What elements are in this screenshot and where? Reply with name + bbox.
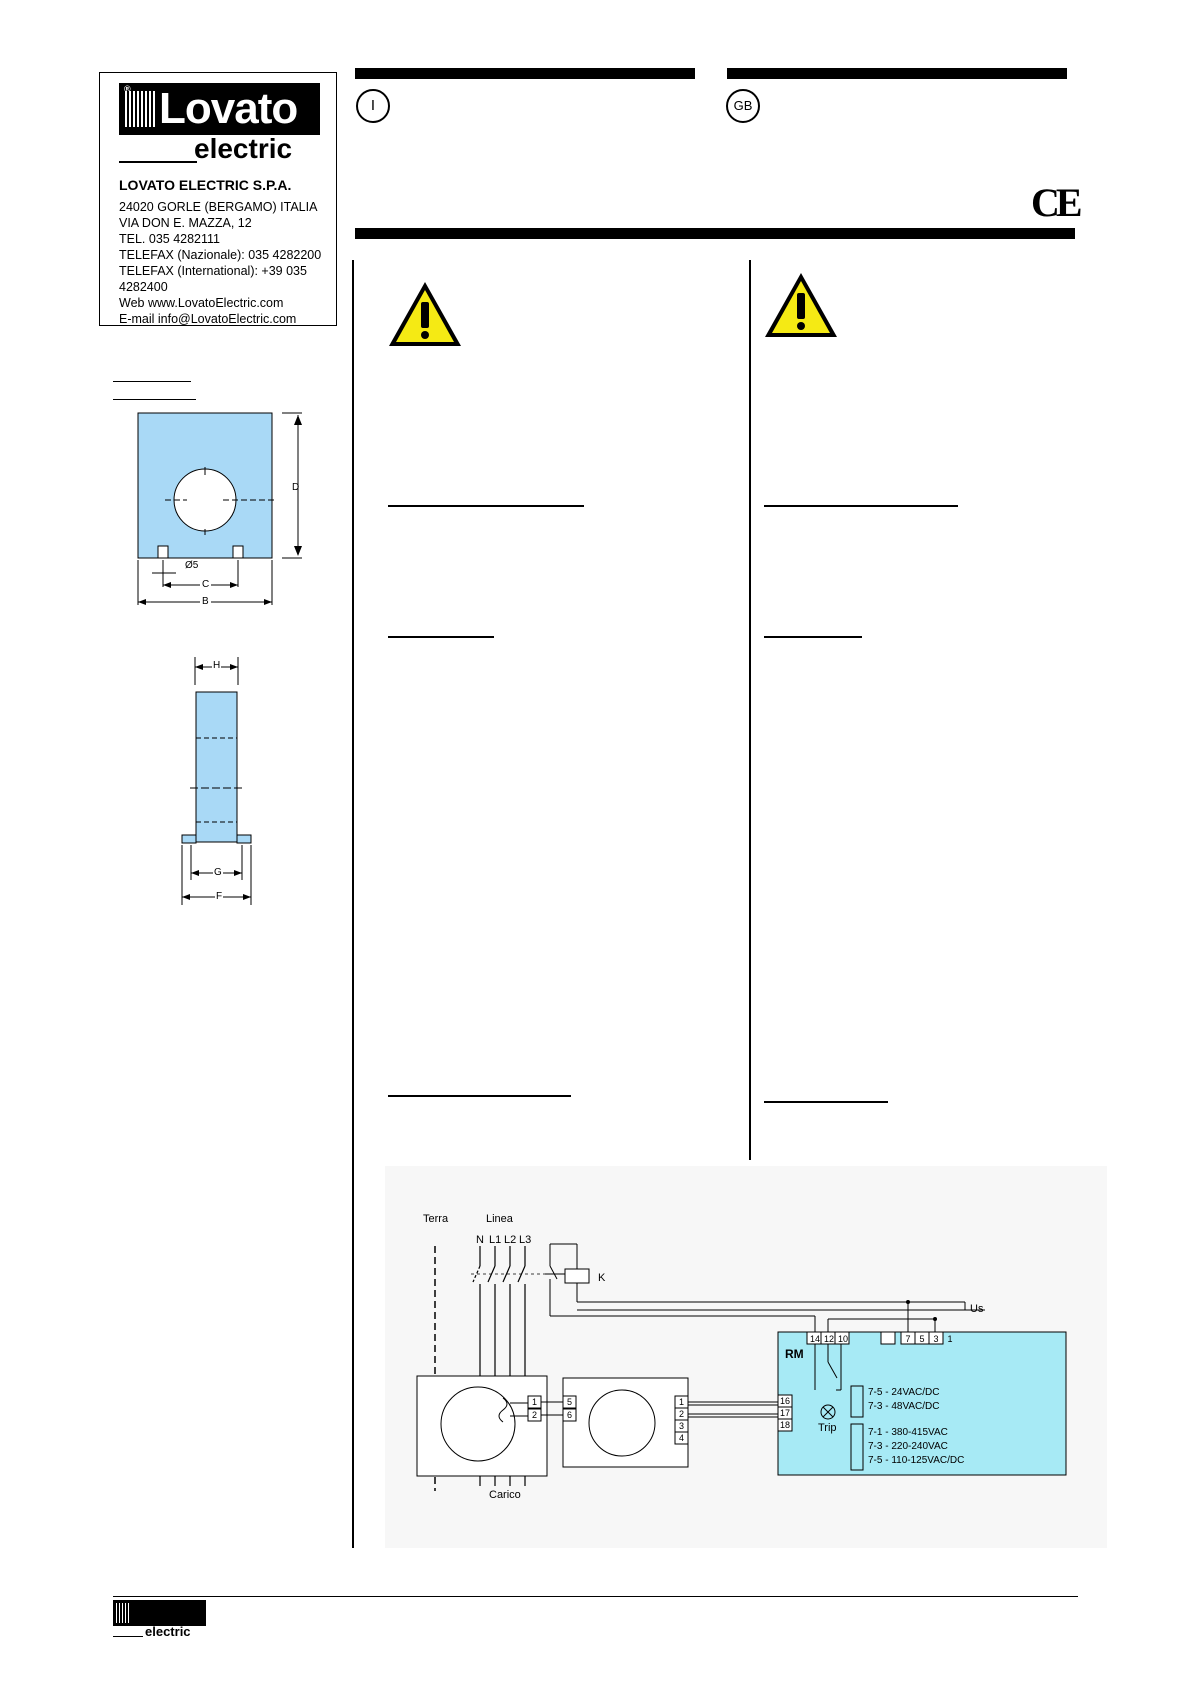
dimension-c-label: C <box>200 579 212 590</box>
rm-terminal-18: 18 <box>779 1420 790 1430</box>
ct-front-dimension-drawing <box>137 412 302 605</box>
footer-brand-underline <box>113 1636 143 1637</box>
linea-label: Linea <box>486 1213 513 1225</box>
heading-underline-it-1 <box>388 505 584 507</box>
lang-gb-badge: GB <box>726 89 760 123</box>
converter-out-terminal-3: 3 <box>678 1421 684 1431</box>
converter-out-terminal-1: 1 <box>678 1397 684 1407</box>
phase-l2-label: L2 <box>504 1234 517 1246</box>
footer-brand-name: Lovato <box>113 1626 189 1652</box>
converter-out-terminal-4: 4 <box>678 1433 684 1443</box>
heading-underline-gb-3 <box>764 1101 888 1103</box>
website: Web www.LovatoElectric.com <box>119 296 284 310</box>
address-line-1: 24020 GORLE (BERGAMO) ITALIA <box>119 200 318 214</box>
brand-logo: ® Lovato <box>119 83 320 135</box>
dimension-d-label: D <box>292 482 300 493</box>
warning-icon <box>763 271 839 339</box>
terminal-5: 5 <box>919 1334 925 1344</box>
center-column-rule <box>749 260 751 1160</box>
terminal-14: 14 <box>809 1334 820 1344</box>
ct-terminal-2: 2 <box>531 1410 537 1420</box>
terra-label: Terra <box>423 1213 449 1225</box>
company-info-box: ® Lovato electric LOVATO ELECTRIC S.P.A.… <box>99 72 337 326</box>
rm-terminal-17: 17 <box>779 1408 790 1418</box>
phase-l1-label: L1 <box>489 1234 502 1246</box>
company-name: LOVATO ELECTRIC S.P.A. <box>119 177 292 193</box>
email: E-mail info@LovatoElectric.com <box>119 312 297 326</box>
phase-n-label: N <box>476 1234 484 1246</box>
wiring-diagram <box>416 1243 1067 1491</box>
heading-underline-gb-2 <box>764 636 862 638</box>
brand-name: Lovato <box>159 84 298 133</box>
dimension-b-label: B <box>200 596 211 607</box>
voltage-48vac: 7-3 - 48VAC/DC <box>868 1401 940 1412</box>
trip-label: Trip <box>818 1422 837 1434</box>
telephone: TEL. 035 4282111 <box>119 232 221 246</box>
ct-terminal-1: 1 <box>531 1397 537 1407</box>
us-supply-label: Us <box>970 1303 984 1315</box>
heading-underline-gb-1 <box>764 505 958 507</box>
voltage-220vac: 7-3 - 220-240VAC <box>868 1441 948 1452</box>
fax-international: TELEFAX (International): +39 035 4282400 <box>119 264 307 294</box>
dimension-heading-underline-1 <box>113 381 191 382</box>
carico-label: Carico <box>489 1489 521 1501</box>
ce-mark: CE <box>1031 180 1083 225</box>
converter-terminal-5: 5 <box>566 1397 572 1407</box>
terminal-3: 3 <box>933 1334 939 1344</box>
voltage-110vac: 7-5 - 110-125VAC/DC <box>868 1455 965 1466</box>
contactor-k-label: K <box>598 1272 606 1284</box>
dimension-g-label: G <box>213 867 223 878</box>
header-bar-it <box>355 68 695 79</box>
lang-it-badge: I <box>356 89 390 123</box>
fax-national: TELEFAX (Nazionale): 035 4282200 <box>119 248 322 262</box>
converter-out-terminal-2: 2 <box>678 1409 684 1419</box>
voltage-380vac: 7-1 - 380-415VAC <box>868 1427 948 1438</box>
dimension-f-label: F <box>215 891 224 902</box>
terminal-10: 10 <box>837 1334 848 1344</box>
terminal-1: 1 <box>947 1334 953 1344</box>
footer-brand-block: Lovato <box>113 1600 206 1652</box>
dimension-h-label: H <box>212 660 222 671</box>
brand-underline <box>119 161 197 163</box>
phase-l3-label: L3 <box>519 1234 532 1246</box>
rm-terminal-16: 16 <box>779 1396 790 1406</box>
dimension-diameter-label: Ø5 <box>185 560 199 571</box>
brand-sub: electric <box>194 133 293 164</box>
voltage-24vac: 7-5 - 24VAC/DC <box>868 1387 940 1398</box>
left-column-rule <box>352 260 354 1548</box>
address-line-2: VIA DON E. MAZZA, 12 <box>119 216 252 230</box>
rm-label: RM <box>785 1347 804 1361</box>
header-bar-gb <box>727 68 1067 79</box>
terminal-12: 12 <box>823 1334 834 1344</box>
footer-rule <box>113 1596 1078 1597</box>
heading-underline-it-3 <box>388 1095 571 1097</box>
terminal-7: 7 <box>905 1334 911 1344</box>
footer-logo: Lovato electric <box>113 1600 213 1652</box>
converter-terminal-6: 6 <box>566 1410 572 1420</box>
registered-mark: ® <box>124 84 131 94</box>
heading-underline-it-2 <box>388 636 494 638</box>
warning-icon <box>387 280 463 348</box>
footer-logo-stripes <box>116 1603 130 1623</box>
logo-stripes <box>125 91 155 127</box>
voltage-range-high: 7-1 - 380-415VAC 7-3 - 220-240VAC 7-5 - … <box>868 1426 964 1468</box>
footer-brand-sub: electric <box>145 1624 191 1639</box>
voltage-range-low: 7-5 - 24VAC/DC 7-3 - 48VAC/DC <box>868 1386 940 1414</box>
header-bar-main <box>355 228 1075 239</box>
company-address: LOVATO ELECTRIC S.P.A. 24020 GORLE (BERG… <box>119 177 336 327</box>
dimension-heading-underline-2 <box>113 399 196 400</box>
